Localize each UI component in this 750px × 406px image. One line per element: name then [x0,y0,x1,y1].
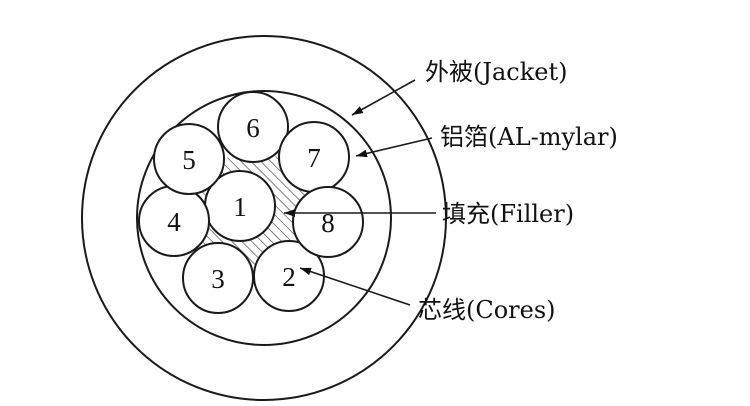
jacket-leader-arrow [351,79,416,116]
core-2-number: 2 [282,262,296,292]
jacket-label: 外被(Jacket) [425,58,568,86]
foil-leader-arrow [355,137,433,158]
core-3-circle [182,242,254,314]
jacket-outer-circle [81,35,447,401]
core-6-circle [217,91,289,163]
cores-leader-arrow [299,267,411,306]
core-1-number: 1 [233,192,247,222]
core-3-number: 3 [211,264,225,294]
core-6-number: 6 [246,113,260,143]
cores-group: 1 2 34 5 6 7 8 [138,91,364,314]
foil-layer-circle [136,90,392,346]
core-8-circle [292,186,364,258]
foil-label: 铝箔(AL-mylar) [440,123,618,151]
core-4-number: 4 [167,207,181,237]
core-8-number: 8 [321,208,335,238]
core-5-circle [153,123,225,195]
filler-label: 填充(Filler) [442,200,574,228]
core-5-number: 5 [182,145,196,175]
core-7-number: 7 [307,143,321,173]
cores-label: 芯线(Cores) [418,296,556,324]
